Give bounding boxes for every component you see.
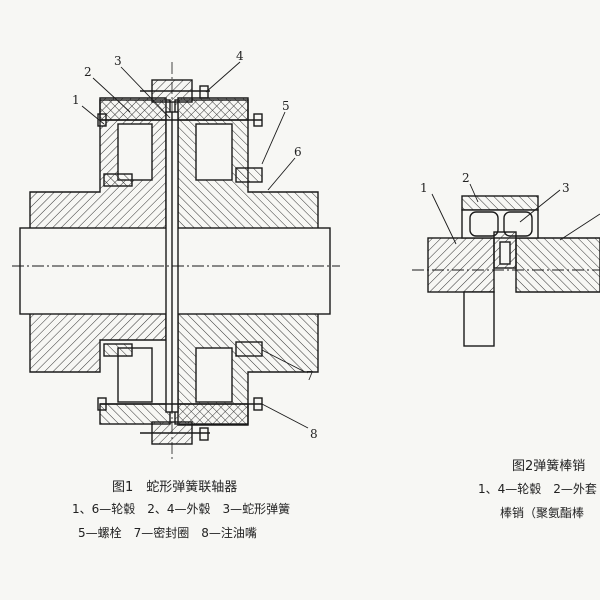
fig1-legend-line1: 1、6—轮毂 2、4—外毂 3—蛇形弹簧 xyxy=(72,502,291,516)
fig2-callout-2: 2 xyxy=(462,171,470,185)
fig1-seal-top-right xyxy=(235,167,263,183)
fig1-callout-8: 8 xyxy=(310,427,318,441)
fig1-seal-top-left xyxy=(103,173,133,187)
fig1-callout-7: 7 xyxy=(306,369,314,383)
fig1-legend-line2: 5—螺栓 7—密封圈 8—注油嘴 xyxy=(78,526,257,540)
fig2-left-hub xyxy=(427,237,495,293)
fig1-cavity-bottom-right xyxy=(195,347,233,403)
fig2-right-hub xyxy=(515,237,600,293)
fig1-seal-bottom-left xyxy=(103,343,133,357)
fig2-title: 图2弹簧棒销 xyxy=(512,459,586,474)
fig1-outer-shell-top-left xyxy=(99,99,171,121)
fig1-callout-3: 3 xyxy=(114,54,122,68)
fig2-outer-sleeve xyxy=(461,195,539,211)
fig2-callout-1: 1 xyxy=(420,181,428,195)
fig2-callout-3: 3 xyxy=(562,181,570,195)
fig2-pin-right xyxy=(503,211,533,237)
fig2-legend-line2: 棒销（聚氨酯棒 xyxy=(500,506,585,520)
fig2-pin-left xyxy=(469,211,499,237)
fig1-callout-1: 1 xyxy=(72,93,80,107)
fig1-cavity-top-left xyxy=(117,123,153,181)
fig1-seal-bottom-right xyxy=(235,341,263,357)
fig2-legend-line1: 1、4—轮毂 2—外套 xyxy=(478,482,597,496)
fig1-callout-4: 4 xyxy=(236,49,244,63)
fig1-outer-shell-bottom-right xyxy=(174,403,249,425)
fig1-callout-6: 6 xyxy=(294,145,302,159)
fig1-callout-2: 2 xyxy=(84,65,92,79)
fig1-outer-shell-top-right xyxy=(174,99,249,121)
fig1-cavity-top-right xyxy=(195,123,233,181)
figure1-drawing xyxy=(12,61,340,460)
figure2-drawing xyxy=(412,183,600,347)
fig1-title: 图1 蛇形弹簧联轴器 xyxy=(112,480,238,495)
fig1-callout-5: 5 xyxy=(282,99,290,113)
fig1-cavity-bottom-left xyxy=(117,347,153,403)
fig1-outer-shell-bottom-left xyxy=(99,403,171,425)
